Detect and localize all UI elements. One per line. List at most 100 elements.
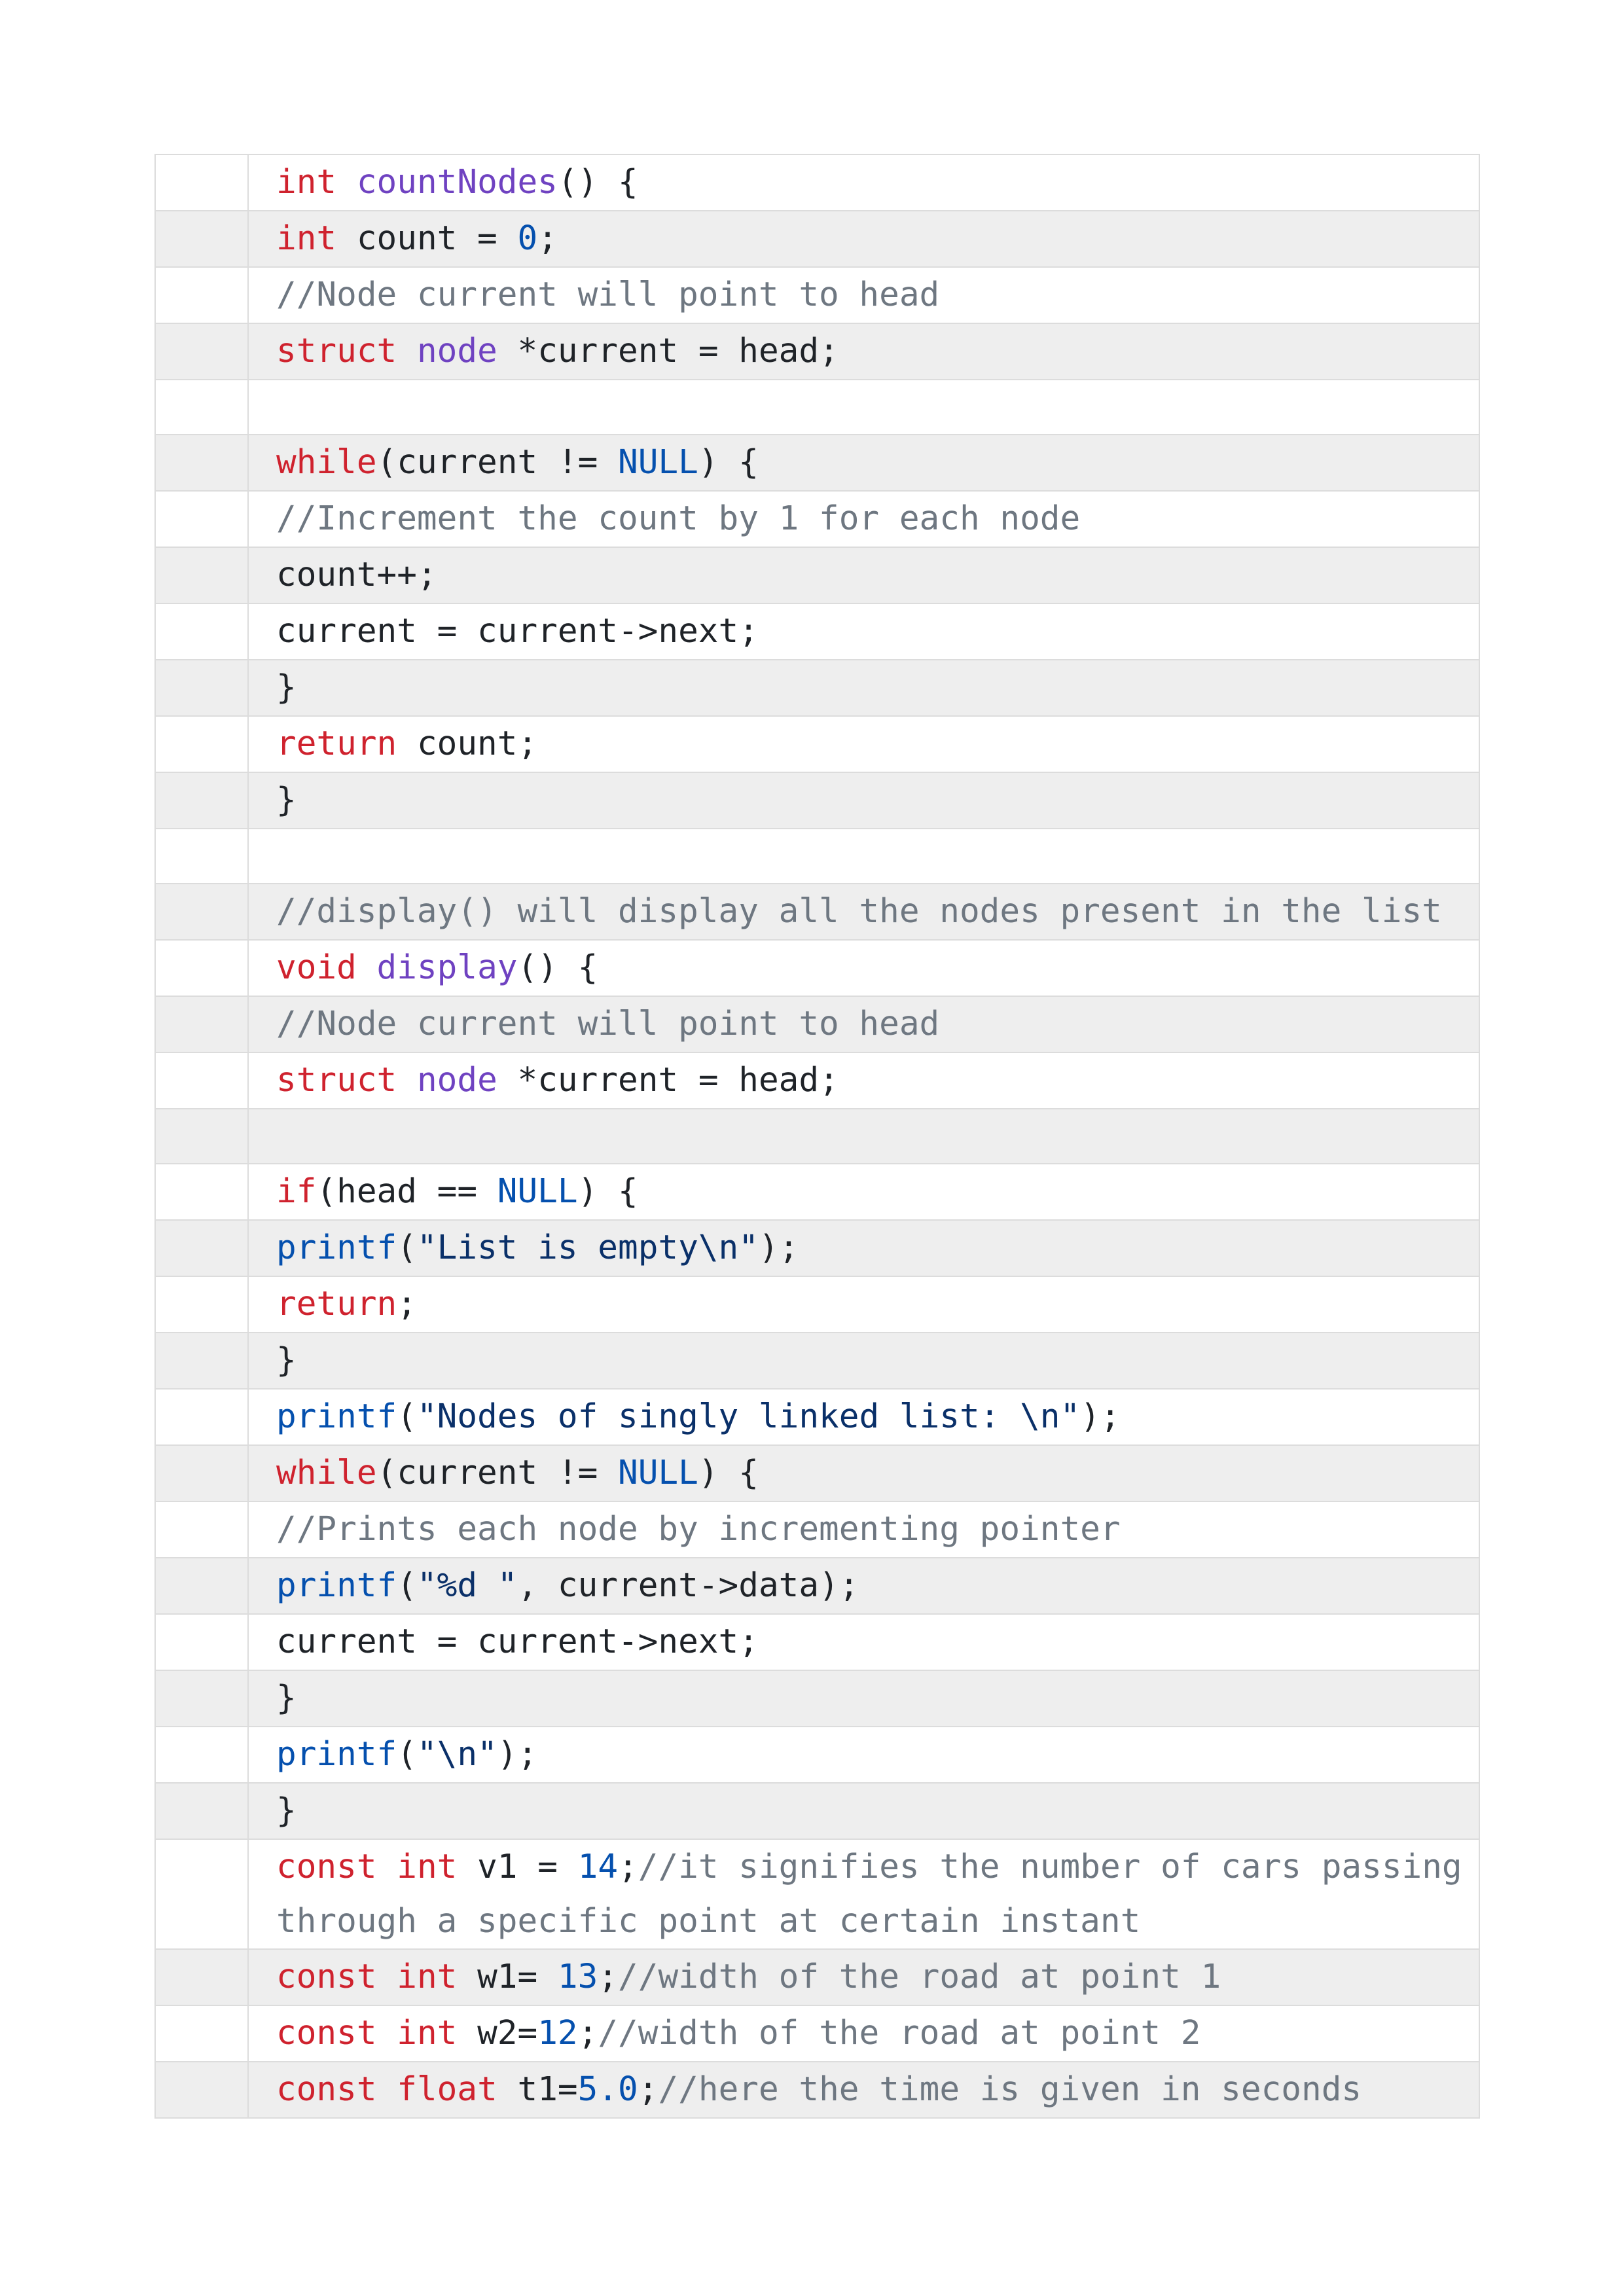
builtin-call-token: printf (276, 1397, 397, 1436)
code-text-token: ) { (577, 1172, 638, 1211)
code-row: struct node *current = head; (154, 1052, 1480, 1109)
function-name-token: countNodes (356, 163, 558, 202)
code-line: //Node current will point to head (247, 266, 1480, 324)
keyword-token: const (276, 1848, 377, 1886)
code-row: struct node *current = head; (154, 323, 1480, 380)
line-gutter (154, 210, 249, 268)
code-text-token (397, 332, 417, 370)
line-gutter (154, 1388, 249, 1446)
code-line: } (247, 1670, 1480, 1727)
code-row (154, 1108, 1480, 1164)
code-row: } (154, 659, 1480, 717)
code-line: const int v1 = 14;//it signifies the num… (247, 1839, 1480, 1950)
keyword-token: struct (276, 1061, 397, 1100)
code-row: while(current != NULL) { (154, 1444, 1480, 1502)
code-text-token: ; (598, 1958, 619, 1996)
line-gutter (154, 1219, 249, 1277)
code-row: //display() will display all the nodes p… (154, 883, 1480, 941)
string-token: "\n" (416, 1735, 497, 1774)
keyword-token: int (276, 219, 337, 258)
line-gutter (154, 1670, 249, 1727)
code-line: } (247, 1332, 1480, 1390)
keyword-token: void (276, 948, 357, 987)
line-gutter (154, 1501, 249, 1558)
code-line: current = current->next; (247, 1613, 1480, 1671)
line-gutter (154, 490, 249, 548)
code-text-token: current = current->next; (276, 612, 759, 651)
keyword-token: while (276, 1454, 377, 1492)
code-text-token (397, 1061, 417, 1100)
code-text-token: w1= (457, 1958, 558, 1996)
number-token: 14 (577, 1848, 619, 1886)
code-row: const int v1 = 14;//it signifies the num… (154, 1839, 1480, 1950)
line-gutter (154, 434, 249, 492)
code-line: const int w2=12;//width of the road at p… (247, 2005, 1480, 2062)
code-row: //Increment the count by 1 for each node (154, 490, 1480, 548)
code-text-token: ; (397, 1285, 417, 1323)
code-row: //Prints each node by incrementing point… (154, 1501, 1480, 1558)
number-token: 13 (557, 1958, 598, 1996)
comment-token: //Prints each node by incrementing point… (276, 1510, 1121, 1549)
constant-token: NULL (618, 1454, 698, 1492)
type-token: node (416, 332, 497, 370)
code-text-token: ( (397, 1735, 417, 1774)
code-line: current = current->next; (247, 603, 1480, 660)
code-line: //Node current will point to head (247, 996, 1480, 1053)
line-gutter (154, 547, 249, 604)
code-text-token: ( (397, 1397, 417, 1436)
code-text-token: () { (517, 948, 598, 987)
number-token: 5.0 (577, 2070, 638, 2109)
code-row: if(head == NULL) { (154, 1163, 1480, 1221)
code-text-token (377, 2070, 397, 2109)
line-gutter (154, 1948, 249, 2006)
code-line: } (247, 772, 1480, 829)
code-text-token: ; (577, 2014, 598, 2053)
keyword-token: return (276, 725, 397, 763)
comment-token: //Node current will point to head (276, 1005, 940, 1043)
keyword-token: while (276, 443, 377, 482)
code-line: struct node *current = head; (247, 1052, 1480, 1109)
code-row: } (154, 1782, 1480, 1840)
line-gutter (154, 1782, 249, 1840)
keyword-token: int (397, 1958, 458, 1996)
builtin-call-token: printf (276, 1566, 397, 1605)
code-row: } (154, 1332, 1480, 1390)
code-text-token: v1 = (457, 1848, 578, 1886)
code-row: return; (154, 1276, 1480, 1333)
line-gutter (154, 1444, 249, 1502)
code-text-token (336, 163, 357, 202)
code-row: current = current->next; (154, 603, 1480, 660)
code-text-token: , current->data); (517, 1566, 859, 1605)
code-line: const float t1=5.0;//here the time is gi… (247, 2061, 1480, 2119)
keyword-token: float (397, 2070, 497, 2109)
keyword-token: const (276, 2014, 377, 2053)
line-gutter (154, 603, 249, 660)
code-row: printf("\n"); (154, 1726, 1480, 1784)
code-row: current = current->next; (154, 1613, 1480, 1671)
keyword-token: int (397, 2014, 458, 2053)
code-row: void display() { (154, 939, 1480, 997)
comment-token: //width of the road at point 1 (618, 1958, 1221, 1996)
code-text-token: count++; (276, 556, 437, 594)
code-table: int countNodes() {int count = 0;//Node c… (154, 154, 1480, 2119)
line-gutter (154, 1332, 249, 1390)
code-text-token: ) { (698, 1454, 759, 1492)
code-line: printf("Nodes of singly linked list: \n"… (247, 1388, 1480, 1446)
code-text-token: ; (618, 1848, 638, 1886)
line-gutter (154, 828, 249, 884)
line-gutter (154, 1108, 249, 1164)
code-row: printf("Nodes of singly linked list: \n"… (154, 1388, 1480, 1446)
comment-token: //here the time is given in seconds (658, 2070, 1362, 2109)
comment-token: //Increment the count by 1 for each node (276, 499, 1081, 538)
code-text-token: ; (537, 219, 558, 258)
code-row: } (154, 1670, 1480, 1727)
code-row: const int w2=12;//width of the road at p… (154, 2005, 1480, 2062)
code-text-token: ); (497, 1735, 538, 1774)
code-line: printf("List is empty\n"); (247, 1219, 1480, 1277)
number-token: 12 (537, 2014, 578, 2053)
code-text-token: } (276, 1341, 297, 1380)
code-text-token: } (276, 1679, 297, 1717)
code-line: while(current != NULL) { (247, 1444, 1480, 1502)
code-line: } (247, 1782, 1480, 1840)
code-line: //display() will display all the nodes p… (247, 883, 1480, 941)
